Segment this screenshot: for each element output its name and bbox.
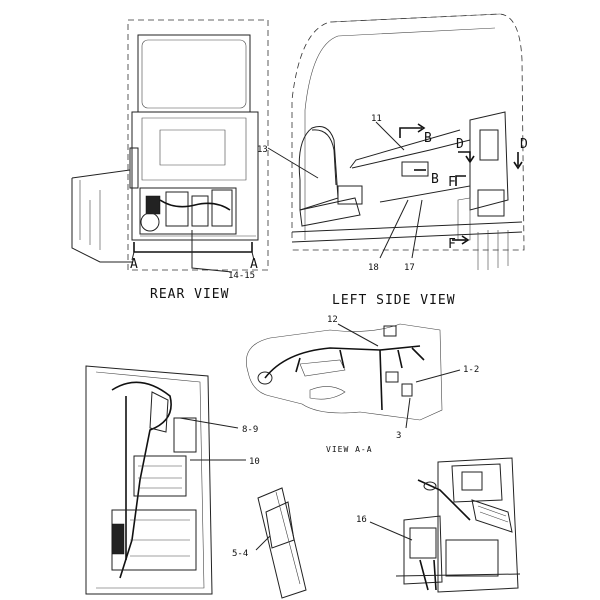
section-marker-d-left: D	[456, 137, 465, 152]
section-marker-a-right: A	[250, 257, 259, 272]
callout-5-4: 5-4	[232, 549, 248, 559]
bracket-detail-drawing	[255, 487, 307, 599]
callout-14-15: 14-15	[228, 271, 255, 281]
left-side-view-drawing	[267, 13, 525, 270]
rear-view-drawing	[71, 19, 269, 273]
callout-18: 18	[368, 263, 379, 273]
callout-13: 13	[257, 145, 268, 155]
caption-left-side-view: LEFT SIDE VIEW	[332, 293, 456, 308]
callout-12: 12	[327, 315, 338, 325]
callout-16: 16	[356, 515, 367, 525]
section-marker-b-mid: B	[431, 172, 440, 187]
caption-view-aa: VIEW A-A	[326, 445, 373, 454]
view-aa-drawing	[246, 323, 461, 429]
caption-rear-view: REAR VIEW	[150, 287, 229, 302]
section-marker-b-top: B	[424, 131, 433, 146]
section-marker-d-right: D	[520, 137, 529, 152]
section-marker-a-left: A	[130, 257, 139, 272]
section-marker-f-top: F	[448, 175, 457, 190]
lower-right-detail-drawing	[369, 457, 521, 593]
callout-1-2: 1-2	[463, 365, 479, 375]
callout-17: 17	[404, 263, 415, 273]
callout-10: 10	[249, 457, 260, 467]
section-marker-f-bottom: F	[448, 237, 457, 252]
callout-3: 3	[396, 431, 401, 441]
lower-left-detail-drawing	[85, 365, 246, 595]
callout-11: 11	[371, 114, 382, 124]
callout-8-9: 8-9	[242, 425, 258, 435]
